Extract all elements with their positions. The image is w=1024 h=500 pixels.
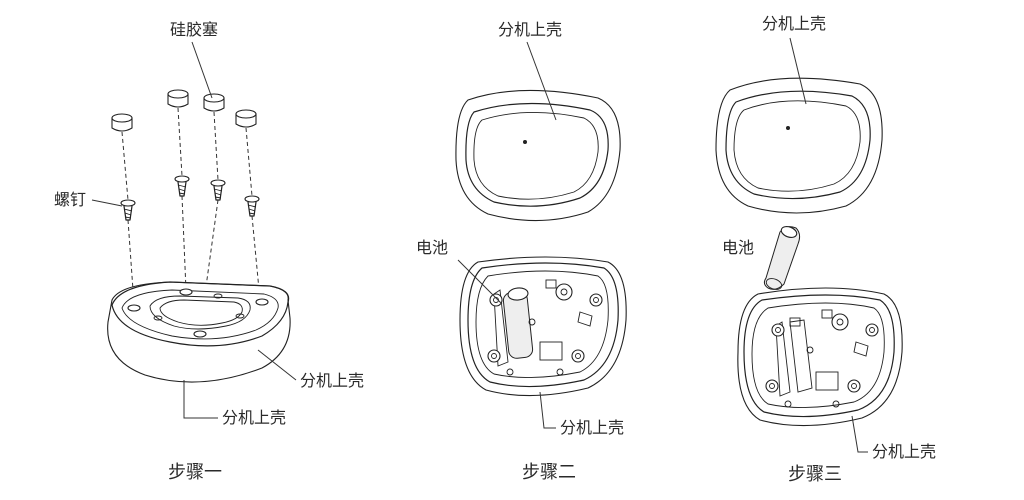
silicone-plug-3: [203, 93, 225, 112]
silicone-plug-2: [167, 89, 189, 108]
step2-upper-shell: [455, 89, 621, 222]
label-step3-battery: 电池: [722, 238, 755, 257]
leader-step3-shell-bottom: [851, 415, 868, 453]
label-step3-shell-bottom: 分机上壳: [872, 442, 937, 461]
screw-1: [120, 199, 136, 221]
leader-step2-battery: [457, 259, 503, 305]
leader-step1-shell-right: [257, 349, 297, 381]
label-screw: 螺钉: [54, 190, 87, 209]
step3-battery: [763, 226, 801, 290]
step3-upper-shell: [715, 77, 883, 214]
label-step2-shell-bottom: 分机上壳: [560, 418, 625, 437]
step-three-caption: 步骤三: [788, 464, 842, 485]
label-step2-upper-shell: 分机上壳: [498, 20, 563, 39]
label-step1-shell-right: 分机上壳: [300, 371, 365, 390]
step3-base: [737, 287, 903, 427]
leader-step1-screw: [91, 199, 123, 207]
step-two-caption: 步骤二: [522, 462, 576, 483]
screw-4: [244, 195, 260, 217]
label-step3-upper-shell: 分机上壳: [762, 14, 827, 33]
label-step2-battery: 电池: [416, 238, 449, 257]
step2-base: [459, 256, 627, 397]
step-one-caption: 步骤一: [168, 462, 222, 483]
screw-2: [174, 175, 190, 197]
label-silicone-plug: 硅胶塞: [170, 20, 219, 39]
step1-figure: [107, 89, 291, 383]
screw-3: [210, 179, 226, 201]
silicone-plug-4: [235, 109, 257, 128]
leader-step1-plug: [191, 41, 213, 99]
leader-step2-upper-shell: [526, 41, 557, 121]
label-step1-shell-bottom: 分机上壳: [222, 408, 287, 427]
step1-base: [107, 281, 291, 383]
leader-step1-shell-bottom: [183, 380, 218, 419]
silicone-plug-1: [111, 113, 133, 132]
leader-step3-upper-shell: [789, 37, 807, 105]
leader-step2-shell-bottom: [539, 391, 556, 429]
